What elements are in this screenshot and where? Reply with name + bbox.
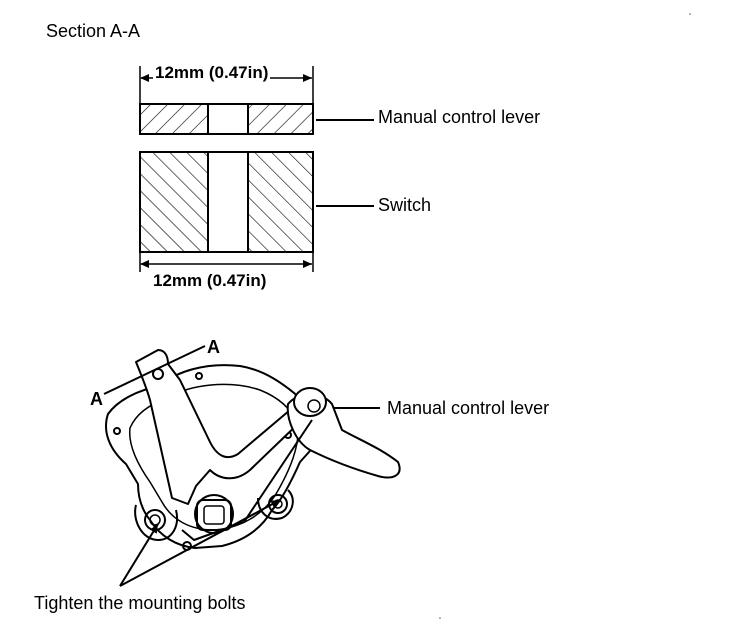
switch-section-block <box>139 151 314 253</box>
bottom-dimension-line <box>139 252 314 272</box>
manual-control-lever-label-bottom: Manual control lever <box>387 398 550 418</box>
switch-label: Switch <box>378 195 432 215</box>
switch-pointer-plate <box>135 349 303 505</box>
speck <box>439 617 441 619</box>
speck <box>689 13 691 15</box>
section-line-a-a <box>103 345 206 395</box>
top-dimension-label: 12mm (0.47in) <box>153 63 271 82</box>
bottom-dimension-label: 12mm (0.47in) <box>153 271 267 290</box>
tighten-bolt-arrows <box>119 499 281 587</box>
section-marker-top: A <box>207 337 220 357</box>
manual-control-lever-label-top: Manual control lever <box>378 107 541 127</box>
section-marker-left: A <box>90 389 103 409</box>
tighten-bolts-label: Tighten the mounting bolts <box>34 593 246 613</box>
manual-control-lever-arm <box>181 387 401 541</box>
lever-section-plate <box>139 103 314 135</box>
section-title: Section A-A <box>46 21 141 41</box>
